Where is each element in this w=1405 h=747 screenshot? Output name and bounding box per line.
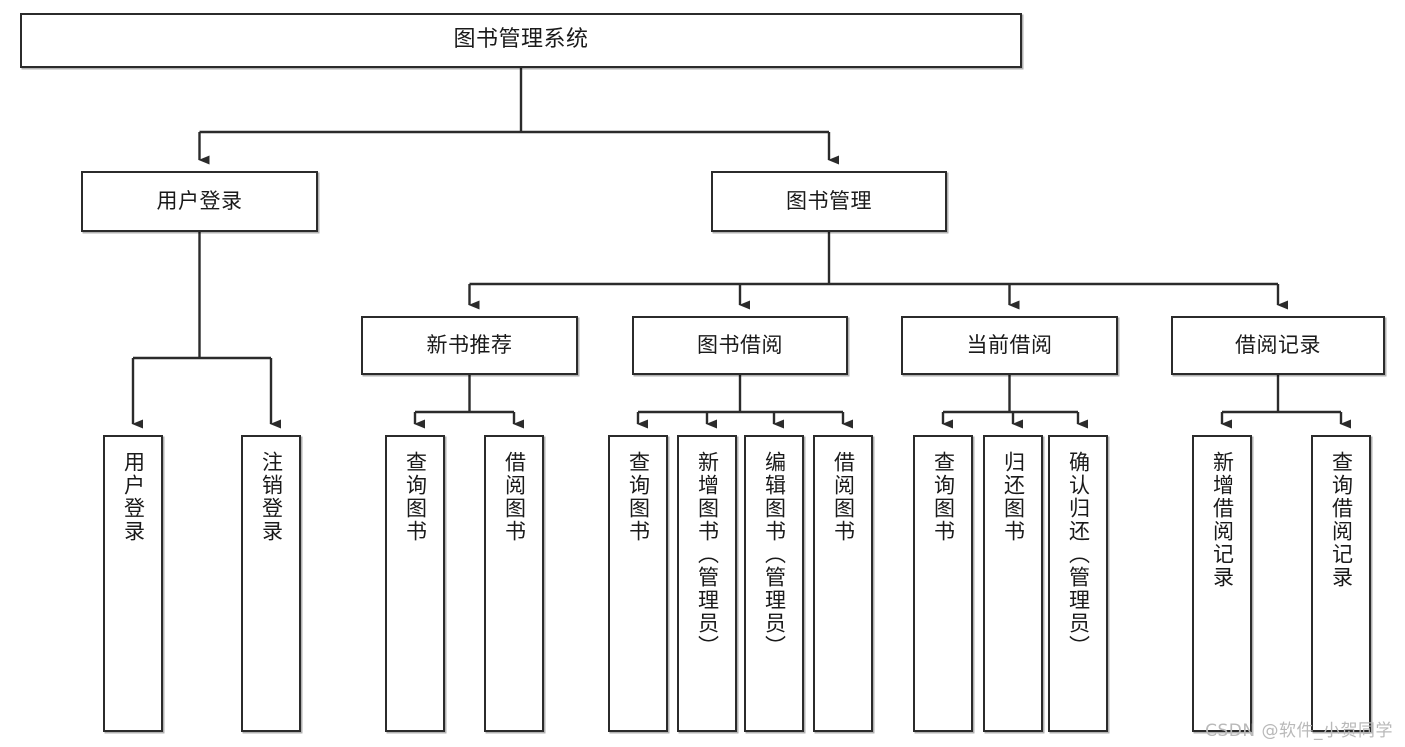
node-label: 用户登录 bbox=[121, 451, 146, 543]
node-label: 借阅图书 bbox=[831, 451, 856, 543]
leaf-user-login[interactable]: 用户登录 bbox=[103, 435, 163, 732]
node-label: 查询图书 bbox=[403, 451, 428, 543]
node-new-book-recommend[interactable]: 新书推荐 bbox=[361, 316, 578, 375]
leaf-return-book[interactable]: 归还图书 bbox=[983, 435, 1043, 732]
node-label: 图书管理 bbox=[786, 189, 872, 214]
watermark: CSDN @软件_小贺同学 bbox=[1205, 721, 1393, 741]
node-label: 当前借阅 bbox=[966, 333, 1053, 358]
node-label: 图书借阅 bbox=[697, 333, 783, 358]
node-label: 图书管理系统 bbox=[453, 27, 589, 53]
node-label: 用户登录 bbox=[156, 189, 243, 214]
leaf-add-book-admin[interactable]: 新增图书（管理员） bbox=[677, 435, 737, 732]
node-label: 借阅记录 bbox=[1235, 333, 1321, 358]
node-book-borrow[interactable]: 图书借阅 bbox=[632, 316, 848, 375]
node-label: 查询图书 bbox=[931, 451, 956, 543]
node-root[interactable]: 图书管理系统 bbox=[20, 13, 1022, 68]
leaf-edit-book-admin[interactable]: 编辑图书（管理员） bbox=[744, 435, 804, 732]
node-label: 注销登录 bbox=[259, 451, 284, 543]
leaf-query-books-current[interactable]: 查询图书 bbox=[913, 435, 973, 732]
leaf-borrow-book[interactable]: 借阅图书 bbox=[813, 435, 873, 732]
node-label: 查询图书 bbox=[626, 451, 651, 543]
leaf-logout[interactable]: 注销登录 bbox=[241, 435, 301, 732]
node-label: 归还图书 bbox=[1001, 451, 1026, 543]
node-label: 查询借阅记录 bbox=[1329, 451, 1354, 589]
node-book-management[interactable]: 图书管理 bbox=[711, 171, 947, 232]
node-label: 新增图书（管理员） bbox=[695, 451, 720, 658]
node-label: 新书推荐 bbox=[426, 333, 513, 358]
node-label: 借阅图书 bbox=[502, 451, 527, 543]
leaf-query-books-borrow[interactable]: 查询图书 bbox=[608, 435, 668, 732]
leaf-query-borrow-record[interactable]: 查询借阅记录 bbox=[1311, 435, 1371, 732]
node-label: 确认归还（管理员） bbox=[1066, 451, 1091, 658]
node-current-borrow[interactable]: 当前借阅 bbox=[901, 316, 1118, 375]
leaf-add-borrow-record[interactable]: 新增借阅记录 bbox=[1192, 435, 1252, 732]
node-label: 编辑图书（管理员） bbox=[762, 451, 787, 658]
leaf-query-books-recommend[interactable]: 查询图书 bbox=[385, 435, 445, 732]
leaf-borrow-books-recommend[interactable]: 借阅图书 bbox=[484, 435, 544, 732]
leaf-confirm-return-admin[interactable]: 确认归还（管理员） bbox=[1048, 435, 1108, 732]
node-user-login[interactable]: 用户登录 bbox=[81, 171, 318, 232]
node-label: 新增借阅记录 bbox=[1210, 451, 1235, 589]
node-borrow-records[interactable]: 借阅记录 bbox=[1171, 316, 1385, 375]
